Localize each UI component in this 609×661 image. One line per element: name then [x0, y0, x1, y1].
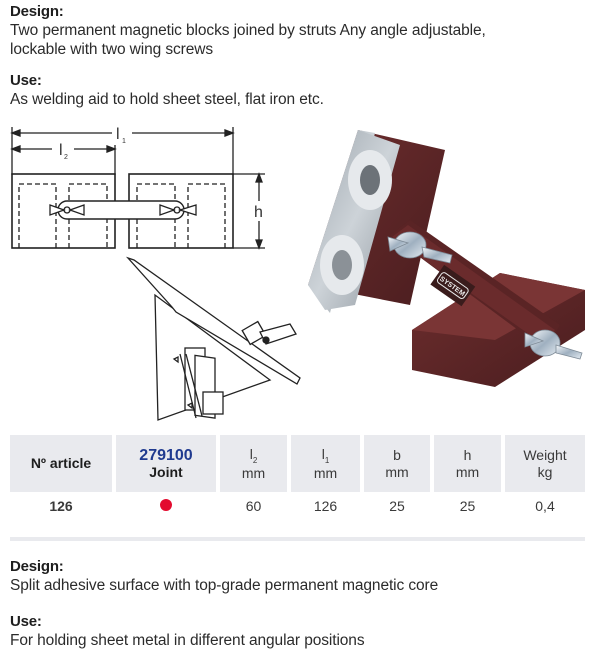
l2-label: l: [59, 142, 63, 159]
cell-l1: 126: [313, 498, 338, 514]
cell-b: 25: [389, 498, 405, 514]
header-joint: 279100 Joint: [116, 435, 216, 492]
h-label: h: [254, 204, 263, 221]
use-heading-2: Use:: [10, 613, 42, 630]
header-weight: Weight kg: [505, 435, 585, 492]
design-text-line2: lockable with two wing screws: [10, 41, 213, 58]
l1-label: l: [116, 126, 120, 143]
cell-h: 25: [459, 498, 476, 514]
cell-l2: 60: [245, 498, 262, 514]
joint-code: 279100: [139, 446, 193, 464]
design-text-2: Split adhesive surface with top-grade pe…: [10, 577, 439, 594]
design-heading: Design:: [10, 3, 64, 20]
use-heading: Use:: [10, 72, 42, 89]
design-text-line1: Two permanent magnetic blocks joined by …: [10, 22, 486, 39]
cell-weight: 0,4: [535, 498, 555, 514]
design-heading-2: Design:: [10, 558, 64, 575]
header-l2: l2 mm: [220, 435, 287, 492]
header-article: Nº article: [10, 435, 112, 492]
header-b: b mm: [364, 435, 430, 492]
spec-table: Nº article 279100 Joint l2 mm l1 mm b mm…: [6, 435, 589, 514]
use-text-2: For holding sheet metal in different ang…: [10, 632, 365, 649]
svg-text:1: 1: [122, 138, 126, 145]
use-text: As welding aid to hold sheet steel, flat…: [10, 91, 324, 108]
svg-text:2: 2: [64, 154, 68, 161]
joint-label: Joint: [149, 463, 183, 480]
table-header-row: Nº article 279100 Joint l2 mm l1 mm b mm…: [10, 435, 585, 492]
header-h: h mm: [434, 435, 501, 492]
dimension-drawing: l 1 l 2 h: [10, 126, 265, 250]
cell-joint: [116, 492, 216, 514]
wing-screw-icon: [387, 231, 453, 264]
table-row: 126 60 126 25 25 0,4: [10, 492, 585, 514]
availability-dot-icon: [160, 499, 172, 511]
usage-sketch: [125, 256, 301, 421]
wing-screw-icon: [524, 329, 583, 360]
header-l1: l1 mm: [291, 435, 360, 492]
product-photo: SYSTEM: [308, 130, 585, 387]
section-divider: [10, 537, 585, 541]
cell-article: 126: [49, 498, 73, 514]
